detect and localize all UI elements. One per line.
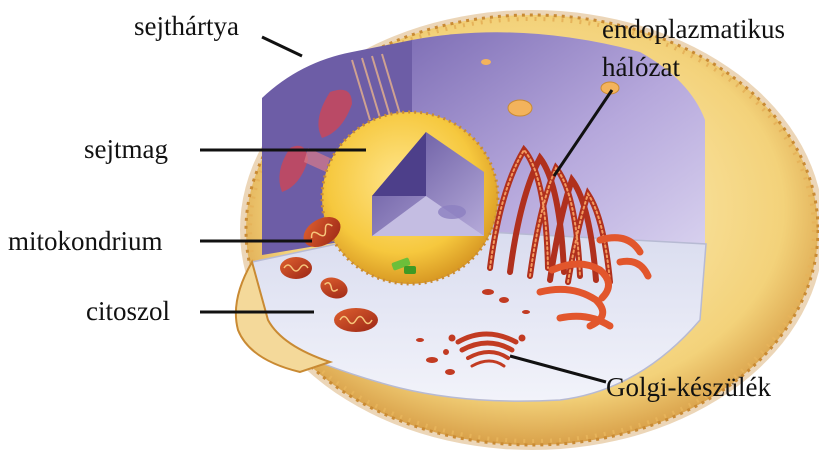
label-er-line1: endoplazmatikus xyxy=(602,14,785,44)
mitochondrion xyxy=(280,257,312,279)
label-membrane: sejthártya xyxy=(134,11,239,41)
label-nucleus: sejtmag xyxy=(84,134,168,164)
label-cytosol: citoszol xyxy=(86,296,170,326)
label-mitochondrion: mitokondrium xyxy=(8,226,163,256)
mitochondrion xyxy=(334,308,378,332)
label-er-line2: hálózat xyxy=(602,52,680,82)
leader-membrane xyxy=(262,37,302,56)
nucleus xyxy=(322,112,498,284)
label-golgi: Golgi-készülék xyxy=(606,372,771,402)
